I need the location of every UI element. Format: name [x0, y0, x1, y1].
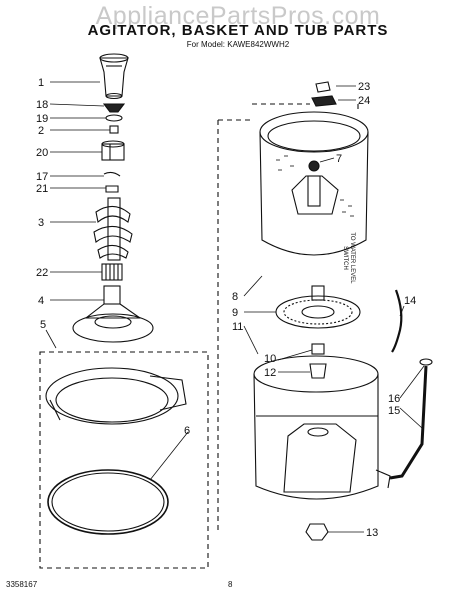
part-5-rim [45, 367, 187, 425]
part-11-tub [253, 355, 391, 500]
callout-label: 19 [36, 113, 48, 125]
callout-label: 8 [232, 291, 238, 303]
part-21 [105, 185, 119, 193]
part-13-nut [305, 523, 329, 541]
part-6-gasket [47, 469, 169, 535]
part-20-cam [101, 140, 125, 161]
part-16-clamp [419, 358, 433, 366]
part-agitator-cap [99, 53, 129, 100]
leader-lines [45, 81, 425, 533]
callout-label: 11 [232, 321, 243, 333]
part-4-agitator-base [72, 285, 154, 343]
callout-label: 16 [388, 393, 400, 405]
callout-label: 7 [336, 153, 342, 165]
page-number: 8 [228, 580, 233, 589]
model-label: For Model: KAWE842WWH2 [186, 40, 290, 49]
callout-label: 3 [38, 217, 44, 229]
guide-line-left [217, 119, 252, 532]
part-12 [309, 363, 327, 379]
part-23-clip [315, 81, 331, 93]
callout-label: 14 [404, 295, 416, 307]
part-2 [109, 125, 119, 134]
diagram-title: AGITATOR, BASKET AND TUB PARTS [87, 22, 389, 39]
callout-label: 12 [264, 367, 276, 379]
part-14-hose [391, 289, 403, 353]
callout-label: 15 [388, 405, 400, 417]
callout-label: 24 [358, 95, 370, 107]
callout-label: 18 [36, 99, 48, 111]
callout-label: 17 [36, 171, 48, 183]
callout-label: 23 [358, 81, 370, 93]
part-15-hose [389, 365, 428, 480]
part-24-clip [311, 95, 337, 107]
callout-labels: 1 18 19 2 20 17 21 3 22 4 5 6 23 24 7 8 … [36, 77, 416, 539]
part-19-ring [105, 114, 123, 122]
callout-label: 10 [264, 353, 276, 365]
group-5-box [39, 351, 209, 569]
part-22-coupling [101, 263, 123, 281]
document-number: 3358167 [6, 580, 38, 589]
callout-label: 5 [40, 319, 46, 331]
callout-label: 20 [36, 147, 48, 159]
part-10 [311, 343, 325, 355]
callout-label: 6 [184, 425, 190, 437]
callout-label: 4 [38, 295, 44, 307]
callout-label: 1 [38, 77, 44, 89]
part-17 [103, 171, 121, 177]
callout-label: 22 [36, 267, 48, 279]
callout-label: 21 [36, 183, 48, 195]
watermark-text: AppliancePartsPros.com [95, 2, 381, 30]
part-6-gasket-inner [51, 472, 165, 532]
part-8-basket [259, 111, 369, 256]
guide-line-top [252, 103, 359, 110]
part-18 [102, 103, 126, 113]
callout-label: 13 [366, 527, 378, 539]
callout-label: 2 [38, 125, 44, 137]
part-9-ring [275, 285, 361, 329]
part-3-auger [93, 197, 133, 261]
callout-label: 9 [232, 307, 238, 319]
